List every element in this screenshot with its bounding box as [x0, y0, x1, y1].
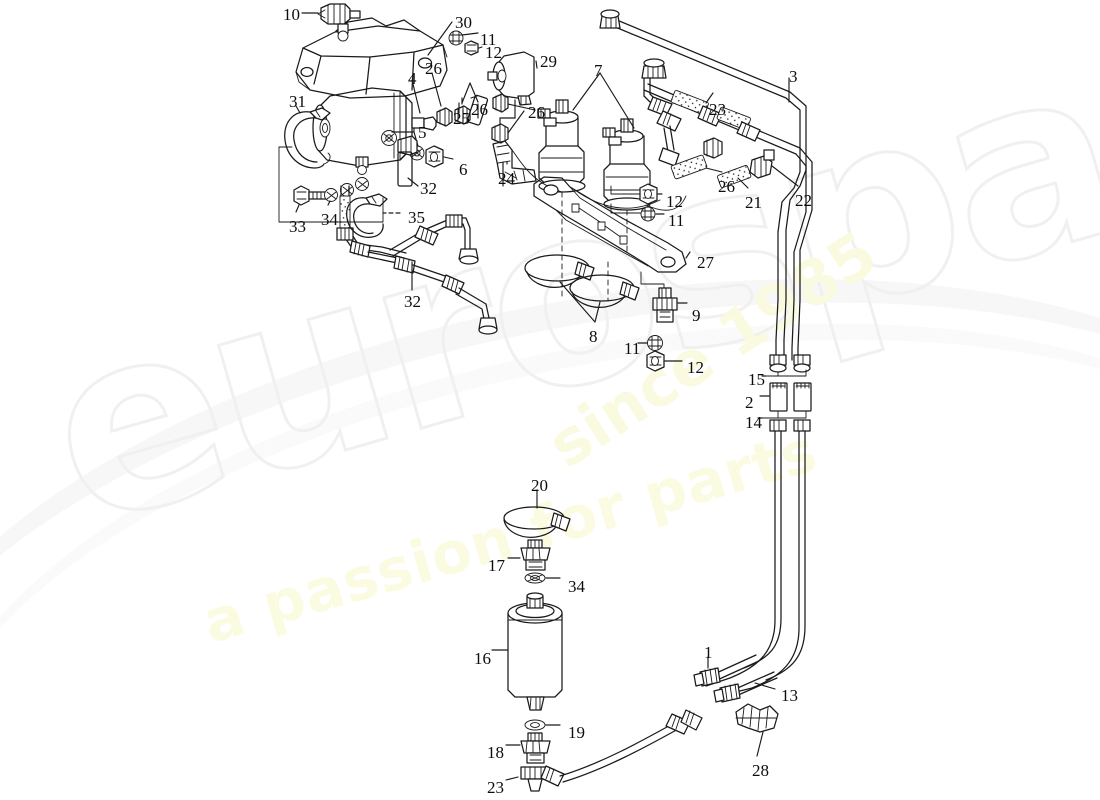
callout-number-2: 2 — [745, 393, 754, 412]
callout-number-18: 18 — [487, 743, 504, 762]
part-24-hose-elbow — [492, 140, 537, 185]
part-34-seal-washer-a — [324, 188, 338, 202]
callout-number-6: 6 — [459, 160, 468, 179]
part-10-fitting-banjo — [317, 3, 361, 42]
callout-number-25: 25 — [453, 109, 470, 128]
callout-number-3: 3 — [789, 67, 798, 86]
part-28-line-clip — [735, 703, 779, 733]
callout-number-23: 23 — [709, 100, 726, 119]
callout-number-11: 11 — [668, 211, 685, 230]
part-3-fuel-pipe-pair — [599, 9, 813, 361]
part-11-lock-washer-b — [640, 206, 656, 222]
callout-number-26: 26 — [425, 59, 442, 78]
callout-number-1: 1 — [704, 643, 713, 662]
callout-number-11: 11 — [480, 30, 497, 49]
part-19-sealing-ring — [524, 719, 546, 731]
part-13-fuel-line — [713, 671, 778, 703]
part-11-lock-washer-a — [448, 30, 464, 46]
part-11-lock-washer-c — [647, 335, 663, 351]
part-27-mounting-bracket — [533, 176, 687, 273]
part-14-pipe-union — [769, 419, 811, 561]
part-26-hose-clip-d — [491, 123, 509, 144]
callout-number-12: 12 — [485, 43, 502, 62]
part-26-hose-clip-a — [436, 107, 453, 127]
part-25-hose-connector — [466, 94, 489, 126]
part-22-elbow-fitting — [749, 149, 775, 179]
part-31-pump-clamp — [284, 107, 331, 169]
part-5-washer-a — [381, 130, 397, 146]
part-12-hex-nut-c — [646, 350, 665, 372]
callout-number-20: 20 — [531, 476, 548, 495]
part-16-fuel-filter — [507, 592, 563, 711]
part-34-seal-washer-d — [524, 572, 546, 584]
part-8-hose-clamp-a — [524, 254, 595, 288]
part-20-filter-clamp — [503, 506, 571, 538]
callout-number-7: 7 — [594, 61, 603, 80]
callout-number-13: 13 — [781, 686, 798, 705]
part-32-fuel-hose-branch — [389, 214, 479, 265]
callout-number-26: 26 — [718, 177, 735, 196]
callout-number-12: 12 — [666, 192, 683, 211]
callout-number-21: 21 — [745, 193, 762, 212]
callout-number-30: 30 — [455, 13, 472, 32]
callout-number-11: 11 — [624, 339, 641, 358]
callout-number-27: 27 — [697, 253, 714, 272]
callout-number-26: 26 — [528, 103, 545, 122]
part-34-seal-washer-c — [355, 177, 369, 191]
callout-number-29: 29 — [540, 52, 557, 71]
part-23-hose-assembly — [641, 58, 761, 142]
callout-number-16: 16 — [474, 649, 491, 668]
callout-number-35: 35 — [408, 208, 425, 227]
callout-number-34: 34 — [321, 210, 338, 229]
callout-number-10: 10 — [283, 5, 300, 24]
part-18-banjo-bolt-lower — [520, 732, 551, 764]
callout-number-22: 22 — [795, 191, 812, 210]
callout-number-33: 33 — [289, 217, 306, 236]
part-32-fuel-hose-main — [336, 185, 498, 335]
part-12-hex-nut-b — [639, 183, 658, 205]
callout-number-23: 23 — [487, 778, 504, 797]
callout-number-12: 12 — [687, 358, 704, 377]
part-2-hose-sleeve — [769, 382, 812, 412]
part-21-hose-piece — [656, 110, 752, 188]
part-32-fuel-hose-a — [397, 135, 418, 187]
callout-number-19: 19 — [568, 723, 585, 742]
part-15-pipe-fitting — [769, 354, 811, 373]
callout-number-15: 15 — [748, 370, 765, 389]
part-33-hex-bolt — [293, 185, 327, 206]
part-34-seal-washer-b — [340, 183, 354, 197]
part-9-bolt — [652, 287, 678, 323]
part-23-hose-assembly-lower — [520, 709, 703, 792]
part-29-fuel-damper — [487, 51, 535, 106]
part-12-hex-nut-a — [464, 40, 479, 56]
callout-number-9: 9 — [692, 306, 701, 325]
callout-number-17: 17 — [488, 556, 505, 575]
callout-number-32: 32 — [420, 179, 437, 198]
callout-number-34: 34 — [568, 577, 585, 596]
part-35-clamp-ring — [346, 193, 388, 238]
callout-number-8: 8 — [589, 327, 598, 346]
part-7-accumulator-a — [537, 99, 586, 193]
callout-number-4: 4 — [408, 69, 417, 88]
part-30-pump-housing — [295, 17, 448, 99]
callout-number-24: 24 — [498, 169, 515, 188]
part-1-fuel-line-short — [693, 654, 760, 687]
part-26-hose-clip-e — [703, 137, 723, 159]
part-17-banjo-bolt-upper — [520, 539, 551, 571]
callout-number-14: 14 — [745, 413, 762, 432]
callout-number-31: 31 — [289, 92, 306, 111]
callout-number-28: 28 — [752, 761, 769, 780]
callout-number-26: 26 — [471, 100, 488, 119]
callout-number-32: 32 — [404, 292, 421, 311]
part-6-nut — [425, 145, 444, 168]
part-8-hose-clamp-b — [569, 274, 640, 308]
callout-number-5: 5 — [418, 123, 427, 142]
